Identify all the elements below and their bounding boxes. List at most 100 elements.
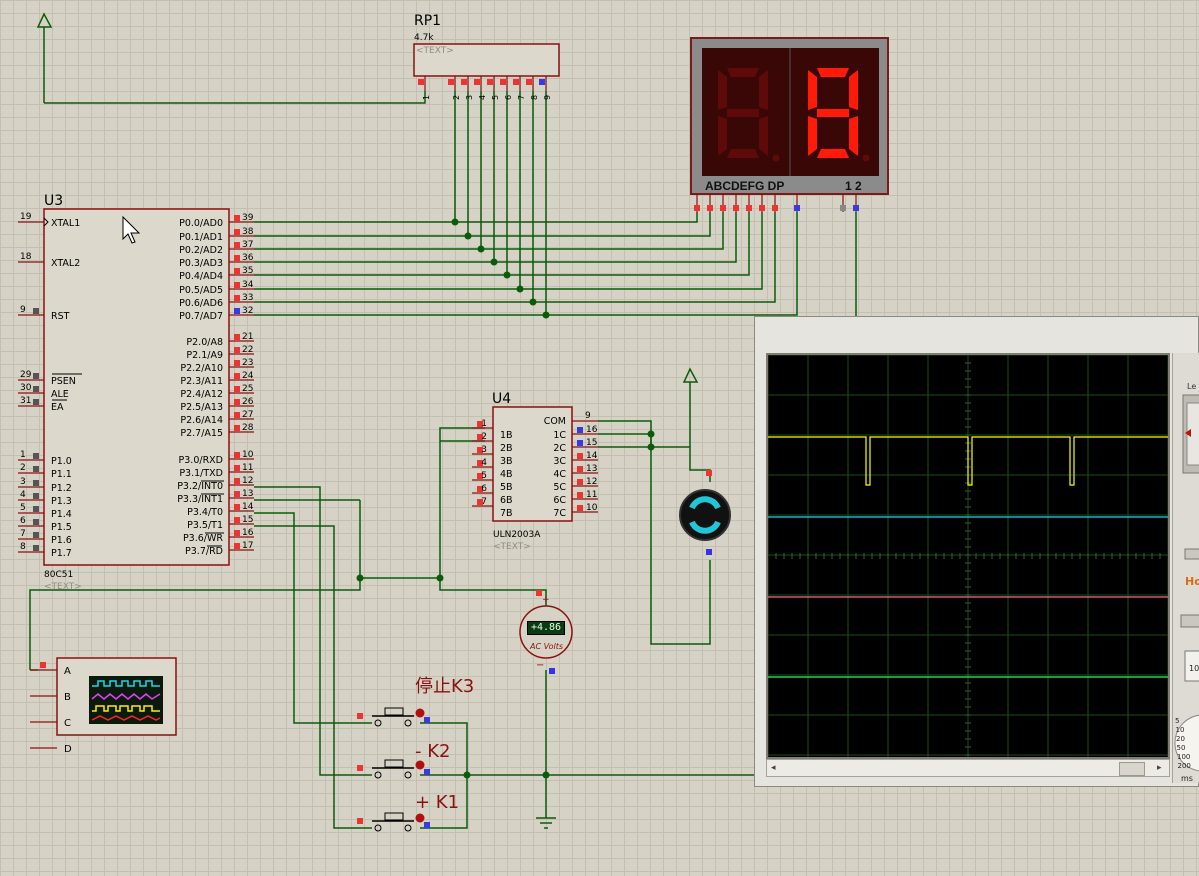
u3-pin-num: 5 [20,503,26,513]
junctions [356,218,655,779]
u3-pin-num: 9 [20,305,26,315]
u4-pin-num: 14 [586,451,598,461]
u3-pin-label: P0.7/AD7 [179,311,223,322]
u3-pin-label: P3.3/INT1 [177,494,223,505]
u3-pin-label: EA [51,402,64,413]
u3-microcontroller[interactable]: U3 80C51 <TEXT> 19XTAL118XTAL29RST29PSEN… [18,193,254,592]
u3-pin-num: 3 [20,477,26,487]
side-label-ms: ms [1181,774,1193,783]
rp1-text-placeholder: <TEXT> [416,46,454,56]
u4-pin-num: 3 [481,445,487,455]
segment-f [718,70,727,110]
wires [29,91,857,829]
display-pin-label: ABCDEFG DP [705,179,784,193]
u3-pin-num: 26 [242,397,254,407]
u3-pin-label: P0.0/AD0 [179,218,223,229]
u3-pin-label: P3.7/RD [185,546,223,557]
dial-scale-label: 200 [1178,762,1191,770]
u4-pin-num: 7 [481,497,487,507]
push-button-3[interactable]: + K1 [357,792,459,832]
u3-part: 80C51 [44,570,73,580]
u3-pin-label: P2.2/A10 [180,363,223,374]
la-channel-label: A [64,666,71,677]
power-terminal-top-left[interactable] [36,12,53,103]
u3-pin-num: 36 [242,253,254,263]
dial-scale-label: 5 [1175,717,1179,725]
rp1-pin-num: 5 [491,95,500,100]
u3-pin-label: P1.3 [51,496,72,507]
rp1-pin-num: 8 [530,95,539,100]
rp1-ref: RP1 [414,13,441,29]
u4-pin-num: 4 [481,458,487,468]
u3-pin-num: 31 [20,396,31,406]
u3-pin-num: 25 [242,384,253,394]
scroll-thumb[interactable] [1119,762,1145,776]
push-button-2[interactable]: - K2 [357,741,450,779]
u3-ref: U3 [44,193,63,209]
meter-value: +4.86 [530,622,562,633]
u4-pin-label: 4B [500,469,513,480]
u3-pin-label: P1.7 [51,548,72,559]
u3-pin-label: ALE [51,389,69,400]
u3-pin-label: P2.4/A12 [180,389,223,400]
segment-e [718,116,727,156]
u3-pin-num: 38 [242,227,254,237]
segment-c [849,116,858,156]
power-terminal-motor[interactable] [682,367,699,383]
u3-pin-num: 7 [20,529,26,539]
u3-pin-label: P0.3/AD3 [179,258,223,269]
la-channel-label: C [64,718,71,729]
side-label-level: Le [1187,382,1196,391]
u3-pin-label: P1.1 [51,469,72,480]
u4-pin-label: 2C [553,443,566,454]
u3-pin-num: 2 [20,463,26,473]
u4-pin-num: 5 [481,471,487,481]
meter-label: AC Volts [529,642,563,651]
u3-pin-label: P1.0 [51,456,72,467]
rp1-pin-num: 7 [517,95,526,100]
meter-display: +4.86 [527,621,565,635]
u3-pin-num: 39 [242,213,254,223]
dc-motor[interactable] [679,470,731,555]
u4-pin-label: 4C [553,469,566,480]
u3-pin-label: RST [51,311,70,322]
segment-e [808,116,817,156]
oscilloscope-screen[interactable] [766,353,1170,759]
rp1-value: 4.7k [414,33,434,43]
u4-text-placeholder: <TEXT> [493,542,531,552]
u3-pin-label: P1.5 [51,522,72,533]
rp1-pin-num: 2 [452,95,461,100]
u3-pin-num: 8 [20,542,26,552]
segment-b [759,70,768,110]
u4-pin-label: 6B [500,495,513,506]
u3-pin-num: 18 [20,252,32,262]
rp1-pin-num: 1 [422,95,431,100]
u3-pin-num: 24 [242,371,254,381]
scroll-left-icon[interactable]: ◂ [771,763,776,773]
u4-pin-label: 3C [553,456,566,467]
scroll-right-icon[interactable]: ▸ [1157,763,1162,773]
u3-pin-label: P3.1/TXD [179,468,223,479]
u4-pin-label: 7B [500,508,513,519]
logic-analyzer[interactable]: ABCD [30,657,177,755]
u3-pin-label: P0.5/AD5 [179,285,223,296]
u3-pin-num: 33 [242,293,253,303]
oscilloscope-scrollbar[interactable]: ◂ ▸ [766,759,1170,777]
u4-driver-chip[interactable]: U4 ULN2003A <TEXT> 11B22B33B44B55B66B77B… [472,391,598,552]
u3-pin-label: P0.6/AD6 [179,298,223,309]
seven-segment-display[interactable]: ABCDEFG DP 1 2 [690,37,889,212]
u4-pin-num: 15 [586,438,597,448]
u3-pin-label: P0.2/AD2 [179,245,223,256]
segment-d [817,149,849,158]
u3-pin-num: 37 [242,240,253,250]
u3-pin-label: P2.3/A11 [180,376,223,387]
u3-pin-label: P1.4 [51,509,72,520]
push-button-1[interactable]: 停止K3 [357,676,474,727]
u3-pin-label: P2.7/A15 [180,428,223,439]
u4-pin-num: 11 [586,490,597,500]
u4-pin-label: COM [544,416,566,427]
